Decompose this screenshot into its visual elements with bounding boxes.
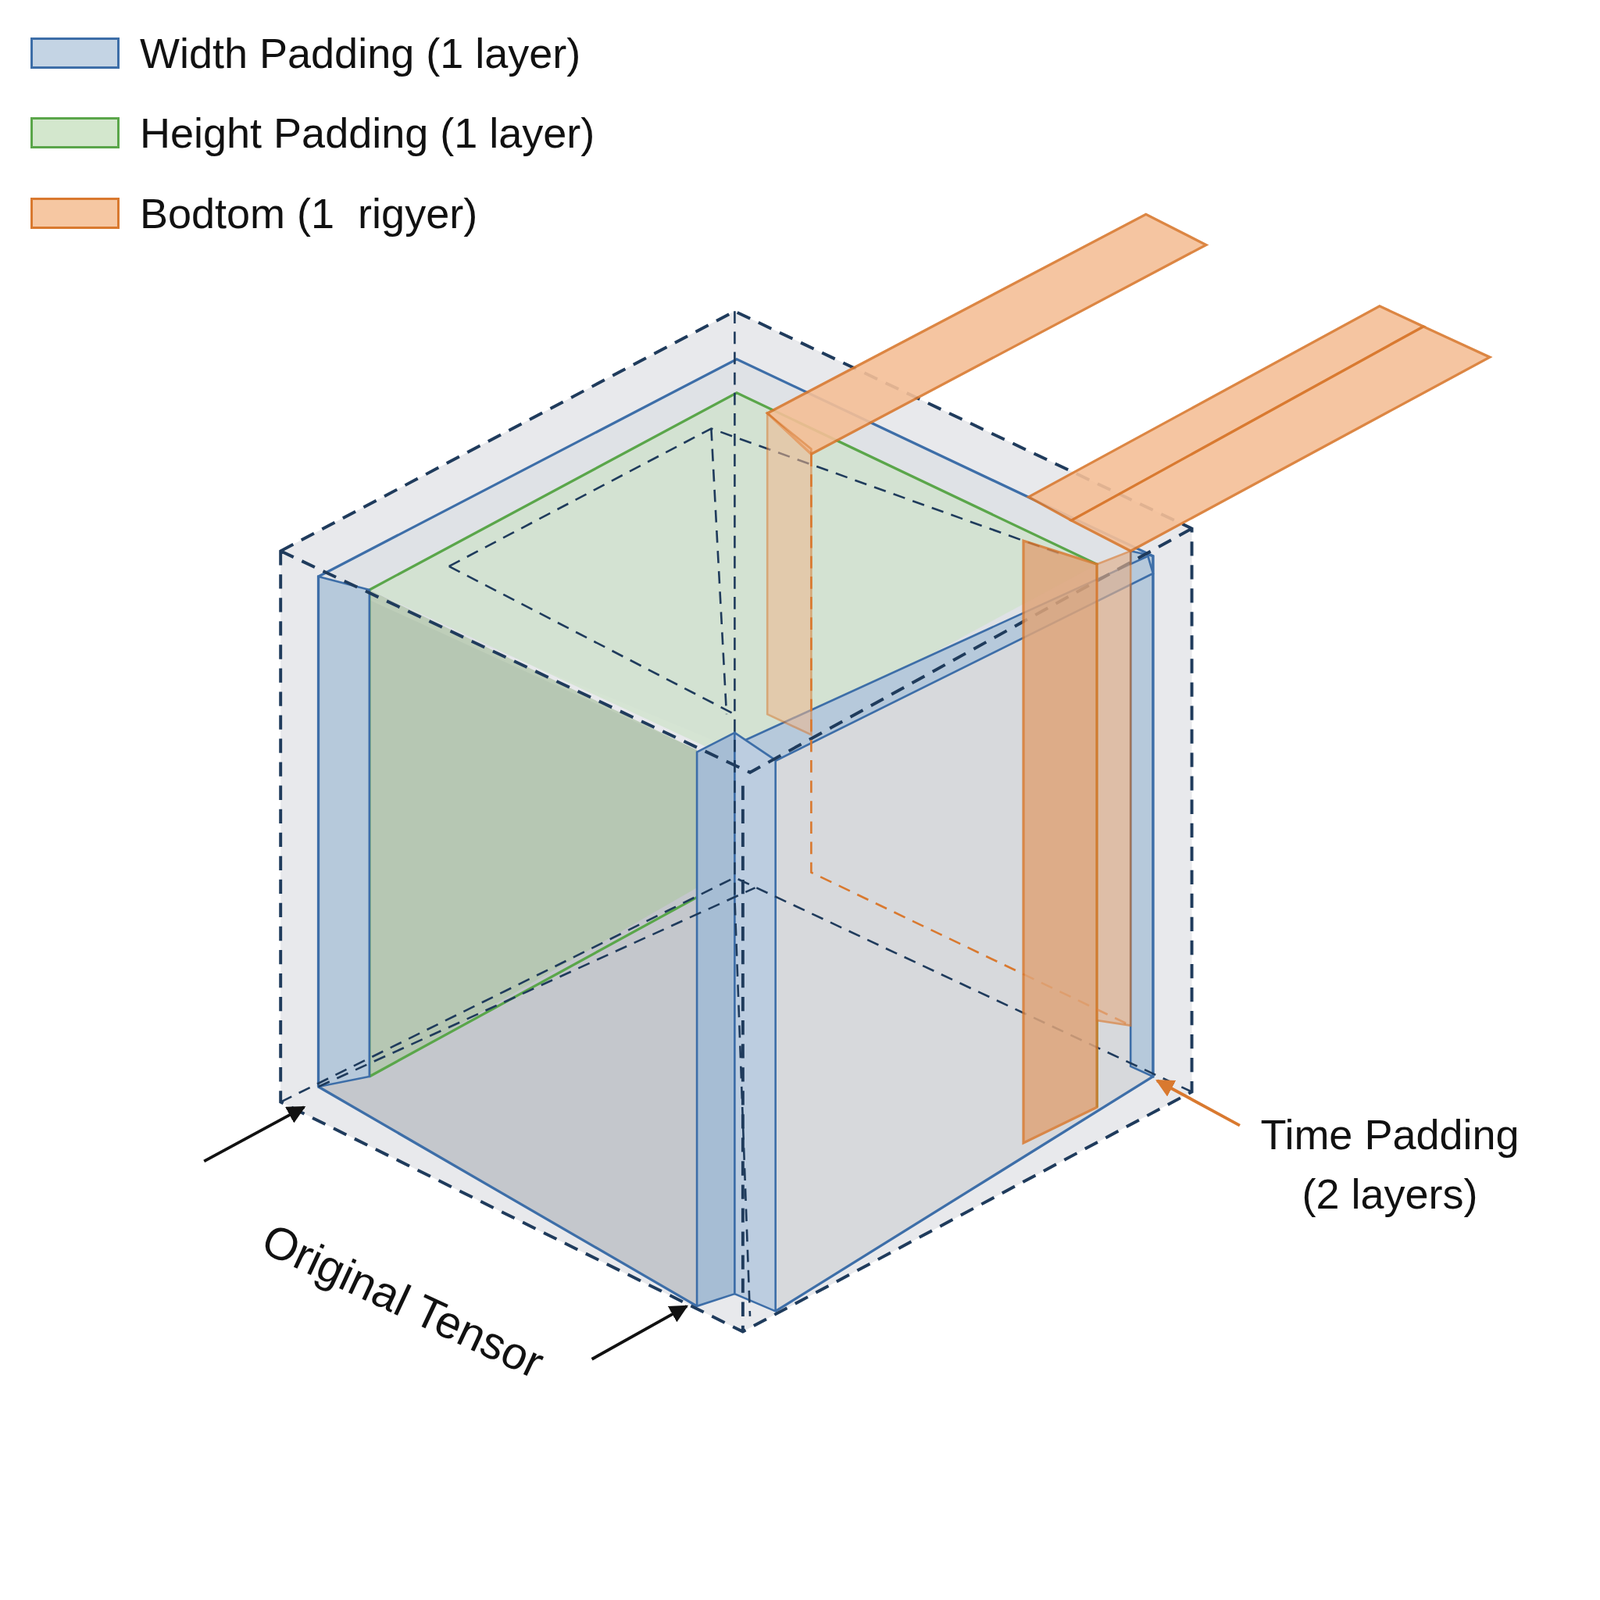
width-padding-column-left — [696, 732, 735, 1307]
outer-volume — [280, 310, 1192, 1332]
legend-swatch — [30, 197, 120, 229]
time-strip-vertical-1 — [767, 413, 811, 735]
legend-label: Height Padding (1 layer) — [139, 107, 595, 158]
pointer-arrow — [203, 1107, 304, 1161]
legend-row: Bodtom (1 rigyer) — [30, 197, 812, 229]
width-padding-right-slab — [1130, 550, 1154, 1077]
legend-label: Bodtom (1 rigyer) — [139, 188, 478, 239]
time-strip-top-3 — [1071, 326, 1490, 551]
pointer-arrow — [1157, 1080, 1240, 1125]
time-strip-vertical-3 — [1096, 550, 1131, 1025]
pointer-arrow — [592, 1306, 687, 1360]
outer-dashed-edges — [280, 310, 1192, 1332]
legend-swatch — [30, 37, 120, 69]
legend-label: Width Padding (1 layer) — [139, 28, 581, 79]
height-padding-left — [369, 589, 697, 1077]
width-padding-column-right — [734, 732, 775, 1312]
legend-row: Height Padding (1 layer) — [30, 117, 812, 149]
callout-label: Time Padding (2 layers) — [1241, 1104, 1539, 1224]
tensor-label: Original Tensor — [253, 1212, 552, 1390]
width-padding-left-slab — [318, 576, 370, 1087]
time-strip-vertical-2 — [1023, 540, 1097, 1143]
legend-swatch — [30, 117, 120, 149]
time-strip-top-1 — [767, 214, 1207, 454]
legend-row: Width Padding (1 layer) — [30, 37, 812, 69]
